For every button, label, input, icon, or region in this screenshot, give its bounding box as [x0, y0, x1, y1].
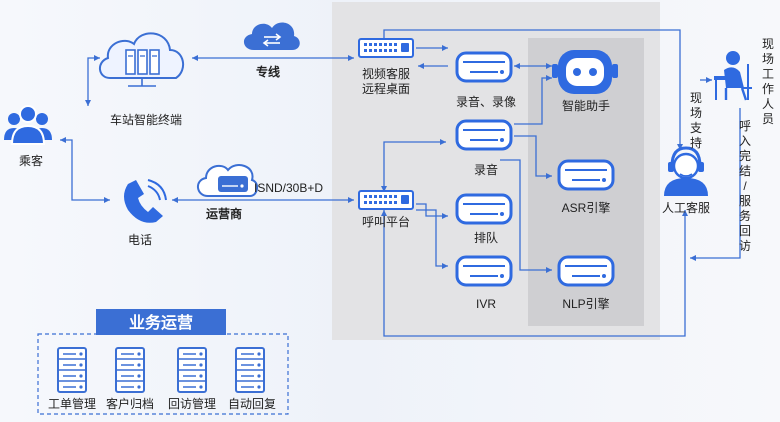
phone-icon	[124, 179, 167, 223]
business-ops-title: 业务运营	[129, 313, 193, 332]
link-passenger-phone	[60, 137, 110, 203]
human-agent-label: 人工客服	[662, 200, 710, 215]
station-terminal-label: 车站智能终端	[110, 112, 182, 127]
svg-text:结: 结	[739, 164, 751, 178]
link-recording-nlp	[500, 159, 552, 273]
biz-item-auto-reply[interactable]: 自动回复	[228, 397, 276, 411]
video-desktop-label-line2: 远程桌面	[362, 81, 410, 96]
queue-server-icon[interactable]	[455, 193, 513, 225]
queue-label: 排队	[474, 230, 498, 245]
record-video-server-icon[interactable]	[455, 51, 513, 83]
biz-item-work-order[interactable]: 工单管理	[48, 396, 96, 411]
record-video-label: 录音、录像	[456, 94, 516, 109]
svg-text:持: 持	[690, 135, 702, 150]
svg-text:支: 支	[690, 121, 702, 135]
phone-label: 电话	[128, 233, 152, 247]
link-recording-assistant	[514, 75, 552, 125]
link-passenger-terminal	[85, 55, 100, 106]
recording-label: 录音	[474, 162, 498, 177]
passenger-label: 乘客	[19, 153, 43, 168]
asr-label: ASR引擎	[562, 200, 611, 215]
ivr-server-icon[interactable]	[455, 255, 513, 287]
svg-text:务: 务	[739, 208, 751, 223]
server-rack-icon	[57, 347, 87, 393]
biz-item-callback-mgmt[interactable]: 回访管理	[168, 396, 216, 411]
svg-text:/: /	[743, 179, 747, 193]
ivr-label: IVR	[476, 297, 496, 311]
cloud-icon	[243, 22, 300, 50]
svg-text:作: 作	[762, 82, 774, 96]
nlp-server-icon[interactable]	[557, 255, 615, 287]
svg-text:场: 场	[762, 52, 774, 66]
svg-text:现: 现	[690, 91, 702, 105]
recording-server-icon[interactable]	[455, 119, 513, 151]
robot-icon[interactable]	[552, 50, 618, 94]
video-desktop-label-line1: 视频客服	[362, 66, 410, 81]
svg-text:人: 人	[762, 97, 774, 111]
call-platform-switch-icon[interactable]	[358, 190, 414, 210]
link-staff-agent	[690, 108, 741, 261]
people-icon	[4, 105, 52, 145]
link-call-ivr	[416, 209, 448, 269]
headset-agent-icon[interactable]	[664, 146, 708, 196]
svg-text:回: 回	[739, 224, 751, 238]
svg-text:现: 现	[762, 37, 774, 51]
operator-label: 运营商	[206, 206, 242, 221]
svg-text:访: 访	[739, 239, 751, 253]
onsite-staff-label: 现 场 工 作 人 员	[762, 37, 774, 126]
cloud-server-icon	[99, 32, 185, 87]
server-rack-icon	[235, 347, 265, 393]
assistant-label: 智能助手	[562, 98, 610, 113]
server-rack-icon	[115, 347, 145, 393]
desk-worker-icon	[714, 51, 752, 101]
video-desktop-switch-icon[interactable]	[358, 38, 414, 58]
nlp-label: NLP引擎	[562, 296, 609, 311]
biz-item-customer-archive[interactable]: 客户归档	[106, 396, 154, 411]
svg-text:呼: 呼	[739, 119, 751, 133]
dedicated-line-label: 专线	[256, 64, 280, 79]
business-ops-box	[37, 333, 289, 415]
server-rack-icon	[177, 347, 207, 393]
link-call-agent	[381, 210, 688, 337]
svg-text:员: 员	[762, 112, 774, 126]
call-platform-label: 呼叫平台	[362, 214, 410, 229]
onsite-support-label: 现 场 支 持	[690, 91, 702, 150]
link-call-recording	[381, 139, 446, 192]
business-ops-title-bg	[96, 309, 226, 335]
asr-server-icon[interactable]	[557, 159, 615, 191]
svg-text:场: 场	[690, 106, 702, 120]
link-recording-asr	[514, 135, 552, 179]
svg-text:工: 工	[762, 67, 774, 81]
connection-lines	[60, 29, 741, 337]
svg-text:服: 服	[739, 194, 751, 208]
operator-cloud-icon	[197, 164, 258, 197]
svg-text:完: 完	[739, 148, 751, 163]
isnd-label: ISND/30B+D	[254, 181, 323, 195]
svg-text:入: 入	[739, 134, 751, 148]
callback-label: 呼 入 完 结 / 服 务 回 访	[739, 119, 751, 253]
